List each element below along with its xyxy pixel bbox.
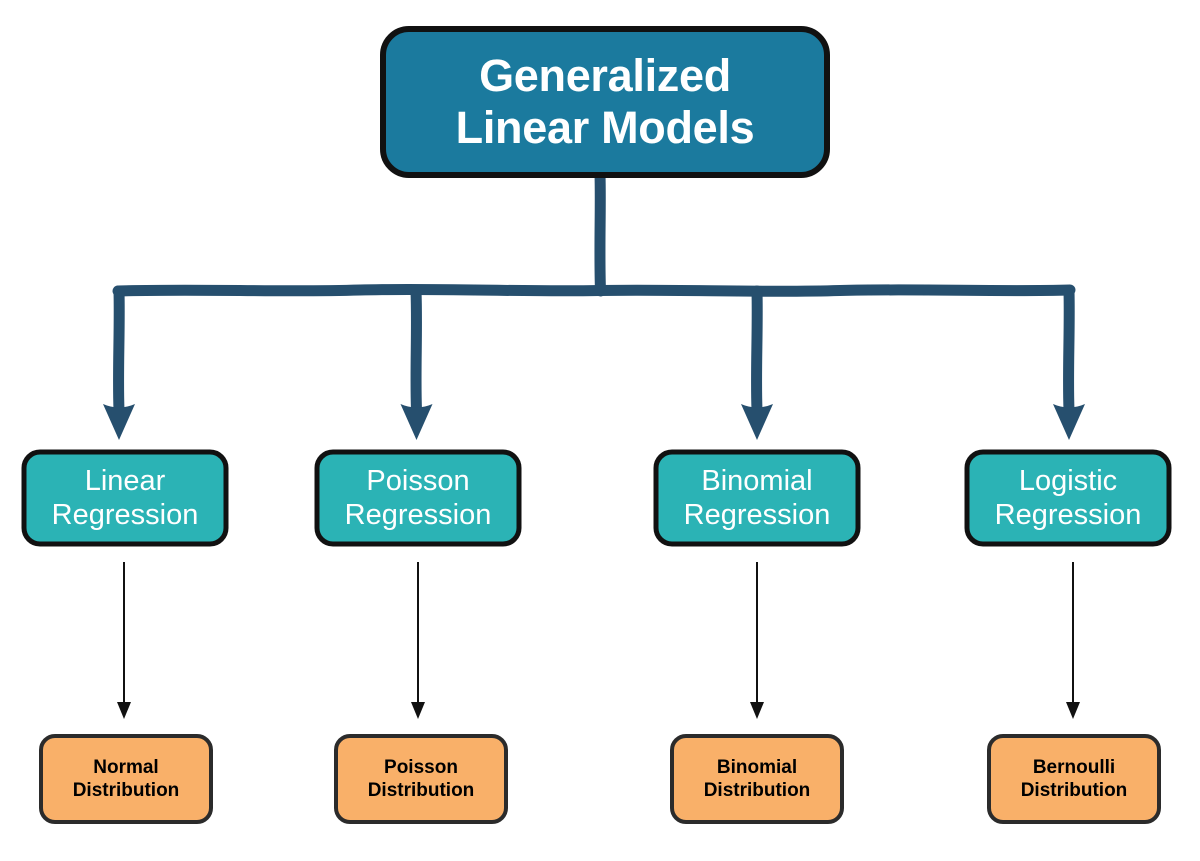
connector-branch-leg-2	[410, 285, 422, 416]
node-model-boxes	[21, 449, 1172, 547]
model-box-4-shape[interactable]	[964, 449, 1172, 547]
distribution-box-2-shape[interactable]	[334, 734, 508, 824]
connector-branch-leg-3	[751, 285, 763, 416]
connector-group-secondary	[123, 562, 1074, 706]
arrowhead-poisson	[400, 404, 433, 440]
connector-group-primary	[112, 168, 1076, 416]
connector-branch-leg-1	[113, 285, 125, 416]
arrowhead-linear	[103, 404, 135, 440]
arrowhead-poissondist	[411, 702, 425, 719]
distribution-box-3-shape[interactable]	[670, 734, 844, 824]
connector-root-stem	[594, 168, 606, 297]
distribution-box-1-shape[interactable]	[39, 734, 213, 824]
connector-branch-leg-4	[1063, 285, 1075, 416]
arrowhead-normal	[117, 702, 131, 719]
connector-arrowheads-primary	[103, 404, 1085, 440]
arrowhead-binomialdist	[750, 702, 764, 719]
model-box-2-shape[interactable]	[314, 449, 522, 547]
arrowhead-binomial	[741, 404, 773, 440]
arrowhead-bernoullidist	[1066, 702, 1080, 719]
distribution-box-4-shape[interactable]	[987, 734, 1161, 824]
root-box-shape	[380, 26, 830, 178]
arrowhead-logistic	[1053, 404, 1085, 440]
node-distribution-boxes	[39, 734, 1161, 824]
model-box-1-shape[interactable]	[21, 449, 229, 547]
connector-arrowheads-secondary	[117, 702, 1080, 719]
node-root-box[interactable]	[380, 26, 830, 178]
connector-horizontal-bus	[112, 283, 1076, 297]
model-box-3-shape[interactable]	[653, 449, 861, 547]
